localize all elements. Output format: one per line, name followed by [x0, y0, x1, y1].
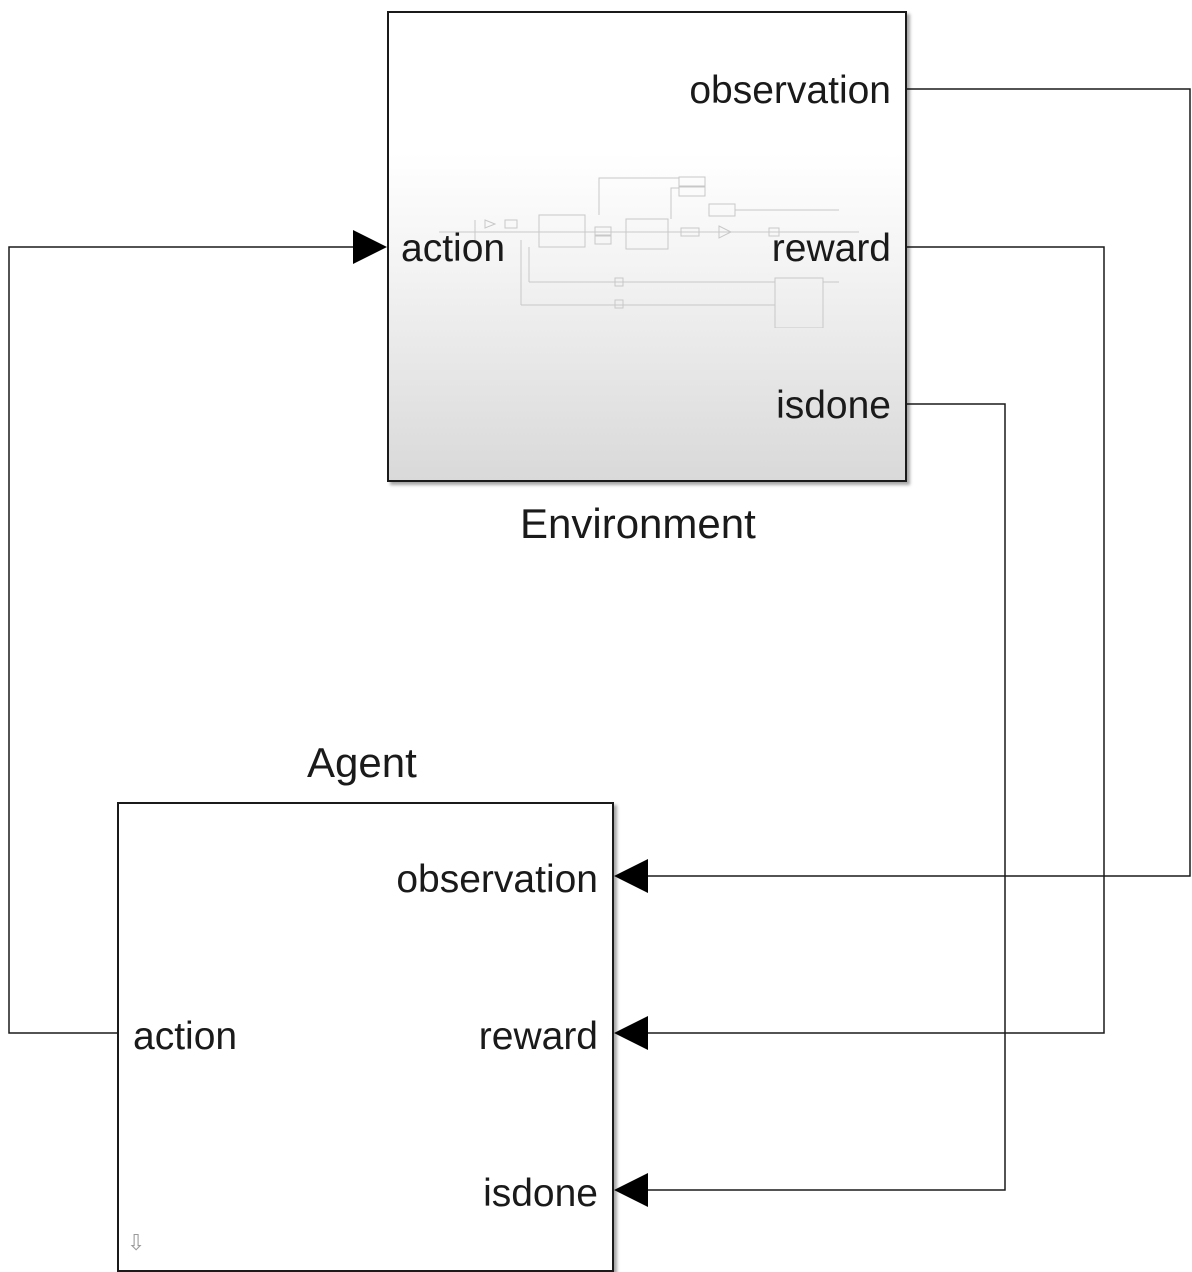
action-signal-line[interactable]: [8, 246, 353, 1034]
arrow-head-icon: [353, 230, 387, 264]
environment-block[interactable]: action observation reward isdone: [387, 11, 907, 482]
agent-input-reward-label: reward: [478, 1015, 598, 1058]
environment-output-reward-label: reward: [771, 227, 891, 270]
agent-input-isdone-label: isdone: [483, 1172, 598, 1215]
agent-block-title[interactable]: Agent: [307, 739, 417, 786]
agent-input-observation-label: observation: [396, 858, 598, 901]
library-link-icon: ⇩: [127, 1230, 146, 1255]
environment-block-title[interactable]: Environment: [520, 500, 756, 547]
observation-signal-line[interactable]: [648, 88, 1191, 877]
arrow-head-icon: [614, 1173, 648, 1207]
environment-output-observation-label: observation: [689, 69, 891, 112]
agent-block[interactable]: observation reward isdone action ⇩: [117, 802, 614, 1272]
environment-input-action-label: action: [401, 227, 506, 270]
reward-signal-line[interactable]: [648, 246, 1105, 1034]
agent-output-action-label: action: [133, 1015, 238, 1058]
arrow-head-icon: [614, 859, 648, 893]
environment-output-isdone-label: isdone: [776, 384, 891, 427]
arrow-head-icon: [614, 1016, 648, 1050]
subsystem-preview: [439, 176, 859, 328]
isdone-signal-line[interactable]: [648, 403, 1006, 1191]
